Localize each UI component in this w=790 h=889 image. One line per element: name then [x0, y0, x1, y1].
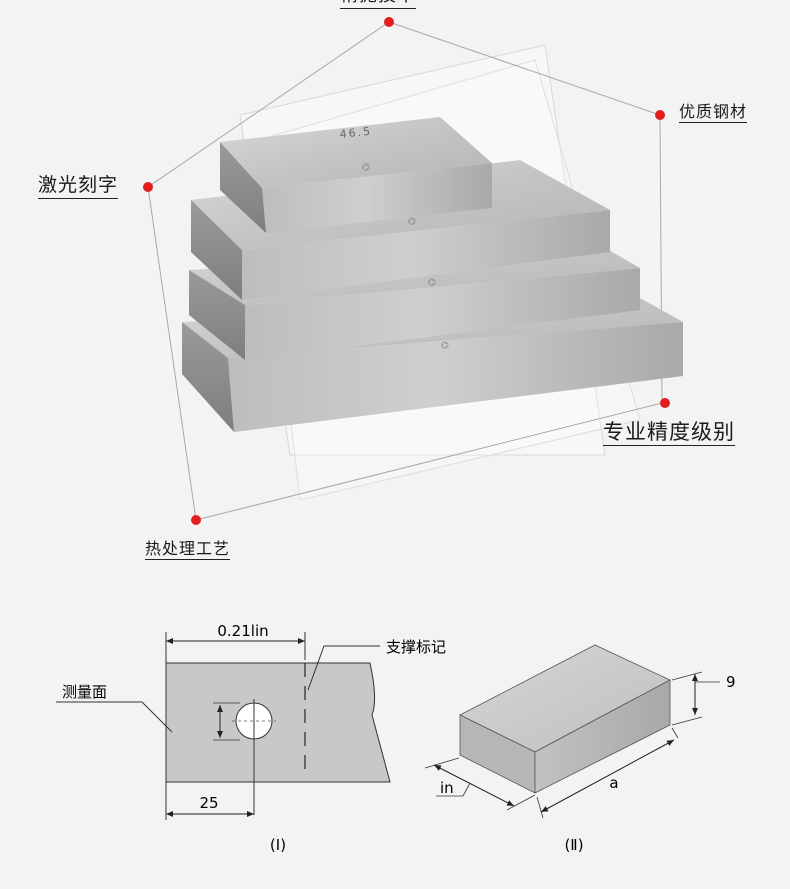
diagram-1: 0.21lin 支撑标记 测量面 25 (Ⅰ) — [56, 622, 446, 854]
diagram-2: 9 in a (Ⅱ) — [424, 644, 736, 854]
measuring-face-label: 测量面 — [62, 683, 107, 701]
feature-dots — [143, 17, 670, 525]
feature-dot — [143, 182, 153, 192]
feature-dot — [191, 515, 201, 525]
feature-label-steel: 优质钢材 — [679, 102, 748, 124]
svg-text:⌬: ⌬ — [408, 217, 416, 227]
width-label: in — [440, 779, 454, 797]
diagram-1-caption: (Ⅰ) — [270, 836, 286, 854]
svg-text:⌬: ⌬ — [441, 341, 449, 351]
gauge-block-1: 46.5 ⌬ — [220, 117, 492, 233]
feature-label-precision: 专业精度级别 — [603, 420, 735, 447]
block-section — [165, 662, 391, 783]
feature-dot — [384, 17, 394, 27]
length-label: a — [609, 774, 618, 792]
feature-label-heat-treatment: 热处理工艺 — [145, 539, 231, 561]
product-illustration: ⌬ ⌬ ⌬ 46.5 ⌬ — [143, 17, 683, 525]
feature-dot — [660, 398, 670, 408]
support-mark-label: 支撑标记 — [386, 638, 446, 656]
svg-text:⌬: ⌬ — [428, 278, 436, 288]
svg-text:⌬: ⌬ — [362, 163, 370, 173]
feature-label-polishing: 精抛技术 — [340, 0, 416, 9]
feature-label-laser: 激光刻字 — [38, 174, 119, 199]
diagram-2-caption: (Ⅱ) — [564, 836, 583, 854]
height-label: 9 — [726, 673, 736, 691]
dimension-top-label: 0.21lin — [217, 622, 268, 640]
technical-diagrams: 0.21lin 支撑标记 测量面 25 (Ⅰ) 9 — [56, 622, 736, 854]
block-engraving: 46.5 — [339, 125, 373, 141]
feature-dot — [655, 110, 665, 120]
dimension-bottom-label: 25 — [199, 794, 218, 812]
feature-connector-lines — [147, 21, 663, 521]
